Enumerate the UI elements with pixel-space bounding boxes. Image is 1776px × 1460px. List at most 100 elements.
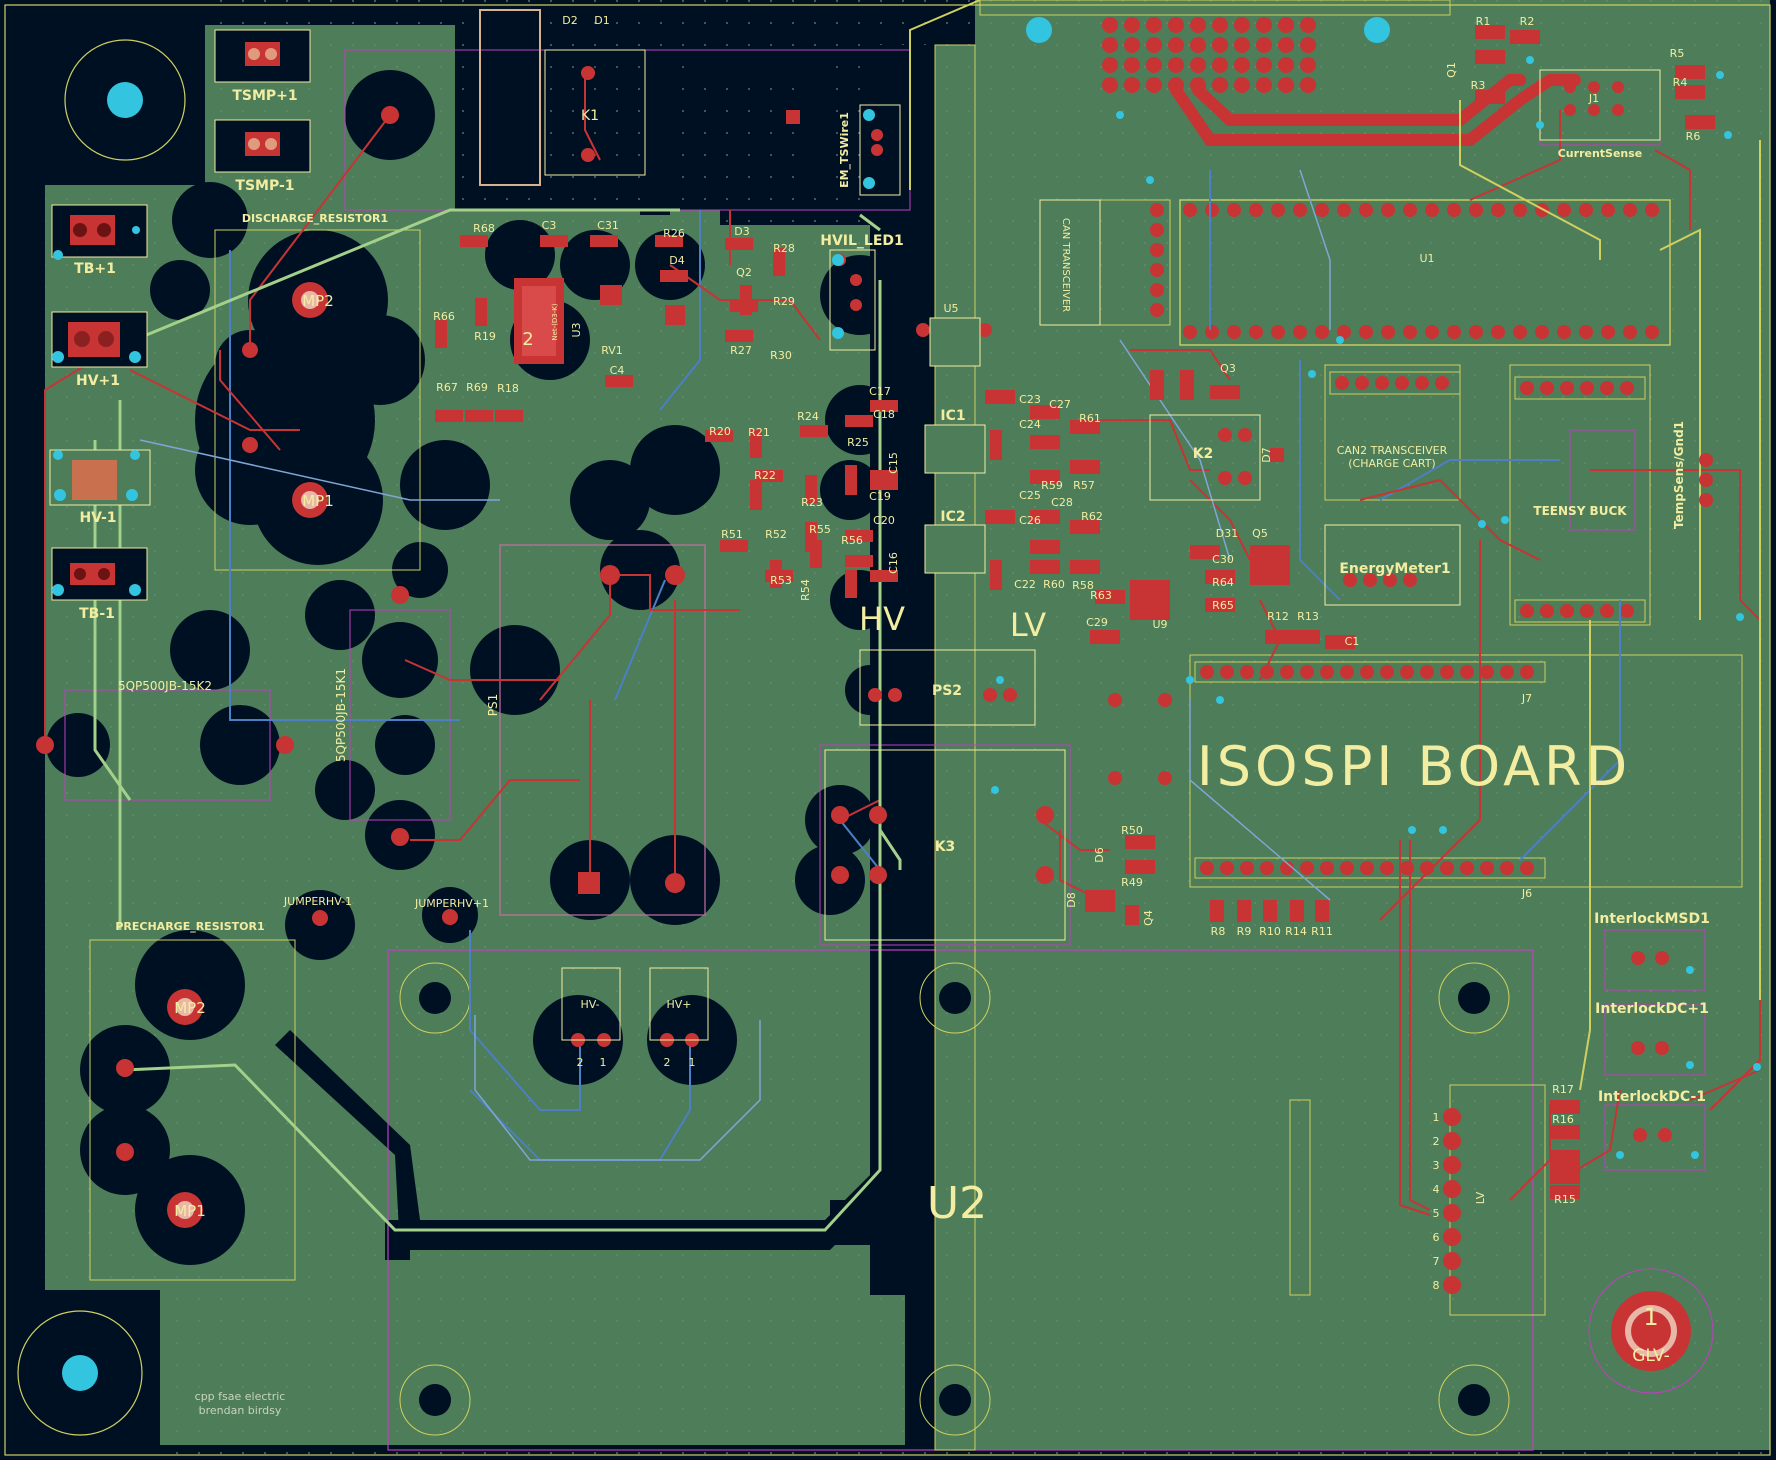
ref-r12: R12 — [1267, 610, 1289, 623]
label-can-transceiver: CAN TRANSCEIVER — [1060, 218, 1071, 312]
ref-r65: R65 — [1212, 599, 1234, 612]
ref-r26: R26 — [663, 227, 685, 240]
label-ic2: IC2 — [940, 509, 965, 525]
label-can2-line2: (CHARGE CART) — [1348, 457, 1435, 470]
ref-r4: R4 — [1673, 76, 1688, 89]
ref-q2: Q2 — [736, 266, 752, 279]
ref-c3: C3 — [542, 219, 557, 232]
label-k1: K1 — [581, 108, 599, 124]
label-j7: J7 — [1521, 692, 1532, 705]
pin-hv-plus-1: 1 — [689, 1056, 696, 1069]
ref-r67: R67 — [436, 381, 458, 394]
label-current-sense: CurrentSense — [1558, 147, 1643, 160]
ref-c1: C1 — [1345, 635, 1360, 648]
pin-hv-minus-2: 2 — [577, 1056, 584, 1069]
lv-pin-3: 3 — [1433, 1159, 1440, 1172]
ref-r23: R23 — [801, 496, 823, 509]
ref-r27: R27 — [730, 344, 752, 357]
u5-body — [929, 317, 981, 367]
ref-c28: C28 — [1051, 496, 1073, 509]
ref-c27: C27 — [1049, 398, 1071, 411]
label-hv-plus: HV+1 — [76, 373, 120, 389]
ref-r53: R53 — [770, 574, 792, 587]
ref-r30: R30 — [770, 349, 792, 362]
em-tswire-body — [859, 104, 901, 196]
label-hv-minus-conn: HV- — [580, 998, 599, 1011]
lv-pin-1: 1 — [1433, 1111, 1440, 1124]
hv-tracks — [479, 9, 541, 186]
ref-r1: R1 — [1476, 15, 1491, 28]
ref-r11: R11 — [1311, 925, 1333, 938]
label-d2: D2 — [562, 14, 577, 27]
label-teensy-buck: TEENSY BUCK — [1533, 504, 1627, 518]
label-k2: K2 — [1193, 446, 1214, 462]
lv-pin-5: 5 — [1433, 1207, 1440, 1220]
label-u3-net: Net-(D3-K) — [551, 303, 559, 341]
label-u5: U5 — [943, 302, 958, 315]
ref-c20: C20 — [873, 514, 895, 527]
k2-relay — [1149, 414, 1261, 501]
isolation-clearances — [0, 0, 935, 1460]
pin-headers — [1102, 17, 1659, 1296]
label-interlock-dc-plus: InterlockDC+1 — [1595, 1001, 1709, 1017]
traces-thin — [139, 169, 1331, 1161]
ref-r61: R61 — [1079, 412, 1101, 425]
ref-r68: R68 — [473, 222, 495, 235]
ref-r3: R3 — [1471, 79, 1486, 92]
ref-r62: R62 — [1081, 510, 1103, 523]
label-resistor-15k2: 5QP500JB-15K2 — [118, 679, 212, 693]
lv-pin-4: 4 — [1433, 1183, 1440, 1196]
label-d7: D7 — [1260, 447, 1273, 462]
ref-c17: C17 — [869, 385, 891, 398]
label-credit-line2: brendan birdsy — [199, 1404, 282, 1417]
ref-c23: C23 — [1019, 393, 1041, 406]
label-mp2-top: MP2 — [302, 292, 334, 310]
hvil-led-body — [829, 249, 876, 351]
ref-c30: C30 — [1212, 553, 1234, 566]
ref-r57: R57 — [1073, 479, 1095, 492]
label-hv-plus-conn: HV+ — [666, 998, 691, 1011]
label-d31: D31 — [1216, 527, 1238, 540]
label-hv-zone: HV — [859, 600, 905, 638]
label-can2-line1: CAN2 TRANSCEIVER — [1337, 444, 1448, 457]
hv-minus-conn-body — [561, 967, 621, 1041]
ref-r60: R60 — [1043, 578, 1065, 591]
current-sense-body — [1539, 69, 1661, 141]
ref-d3: D3 — [734, 225, 749, 238]
component-reference-labels: R68 C3 C31 R26 D3 R28 D4 Q2 R29 R27 R30 … — [433, 15, 1700, 1206]
label-rv1: RV1 — [601, 344, 623, 357]
outlines — [4, 0, 1771, 1456]
lv-pin-7: 7 — [1433, 1255, 1440, 1268]
ref-r22: R22 — [754, 469, 776, 482]
ref-r5: R5 — [1670, 47, 1685, 60]
ref-r56: R56 — [841, 534, 863, 547]
label-d8: D8 — [1065, 892, 1078, 907]
mounting-hole-bl — [17, 1310, 143, 1436]
ref-r54: R54 — [799, 579, 812, 601]
ref-r20: R20 — [709, 425, 731, 438]
label-interlock-dc-minus: InterlockDC-1 — [1598, 1089, 1706, 1105]
label-u2: U2 — [927, 1178, 987, 1229]
ref-c29: C29 — [1086, 616, 1108, 629]
ref-c26: C26 — [1019, 514, 1041, 527]
label-u1: U1 — [1419, 252, 1434, 265]
ps2-body — [859, 649, 1036, 726]
label-tb-minus: TB-1 — [79, 606, 115, 622]
ic1-body — [924, 424, 986, 474]
ic2-body — [924, 524, 986, 574]
lv-pin-2: 2 — [1433, 1135, 1440, 1148]
label-u3: U3 — [570, 322, 583, 337]
label-ps2: PS2 — [932, 683, 962, 699]
ref-r66: R66 — [433, 310, 455, 323]
hv-plus-conn-body — [649, 967, 709, 1041]
ref-r19: R19 — [474, 330, 496, 343]
label-lv-conn: LV — [1474, 1191, 1487, 1204]
label-isospi-board: ISOSPI BOARD — [1197, 735, 1631, 798]
label-resistor-15k1: 5QP500JB-15K1 — [334, 668, 348, 762]
ref-r55: R55 — [809, 523, 831, 536]
label-ic1: IC1 — [940, 408, 965, 424]
ref-r49: R49 — [1121, 876, 1143, 889]
label-u3-pin: 2 — [522, 329, 533, 350]
ref-c18: C18 — [873, 408, 895, 421]
